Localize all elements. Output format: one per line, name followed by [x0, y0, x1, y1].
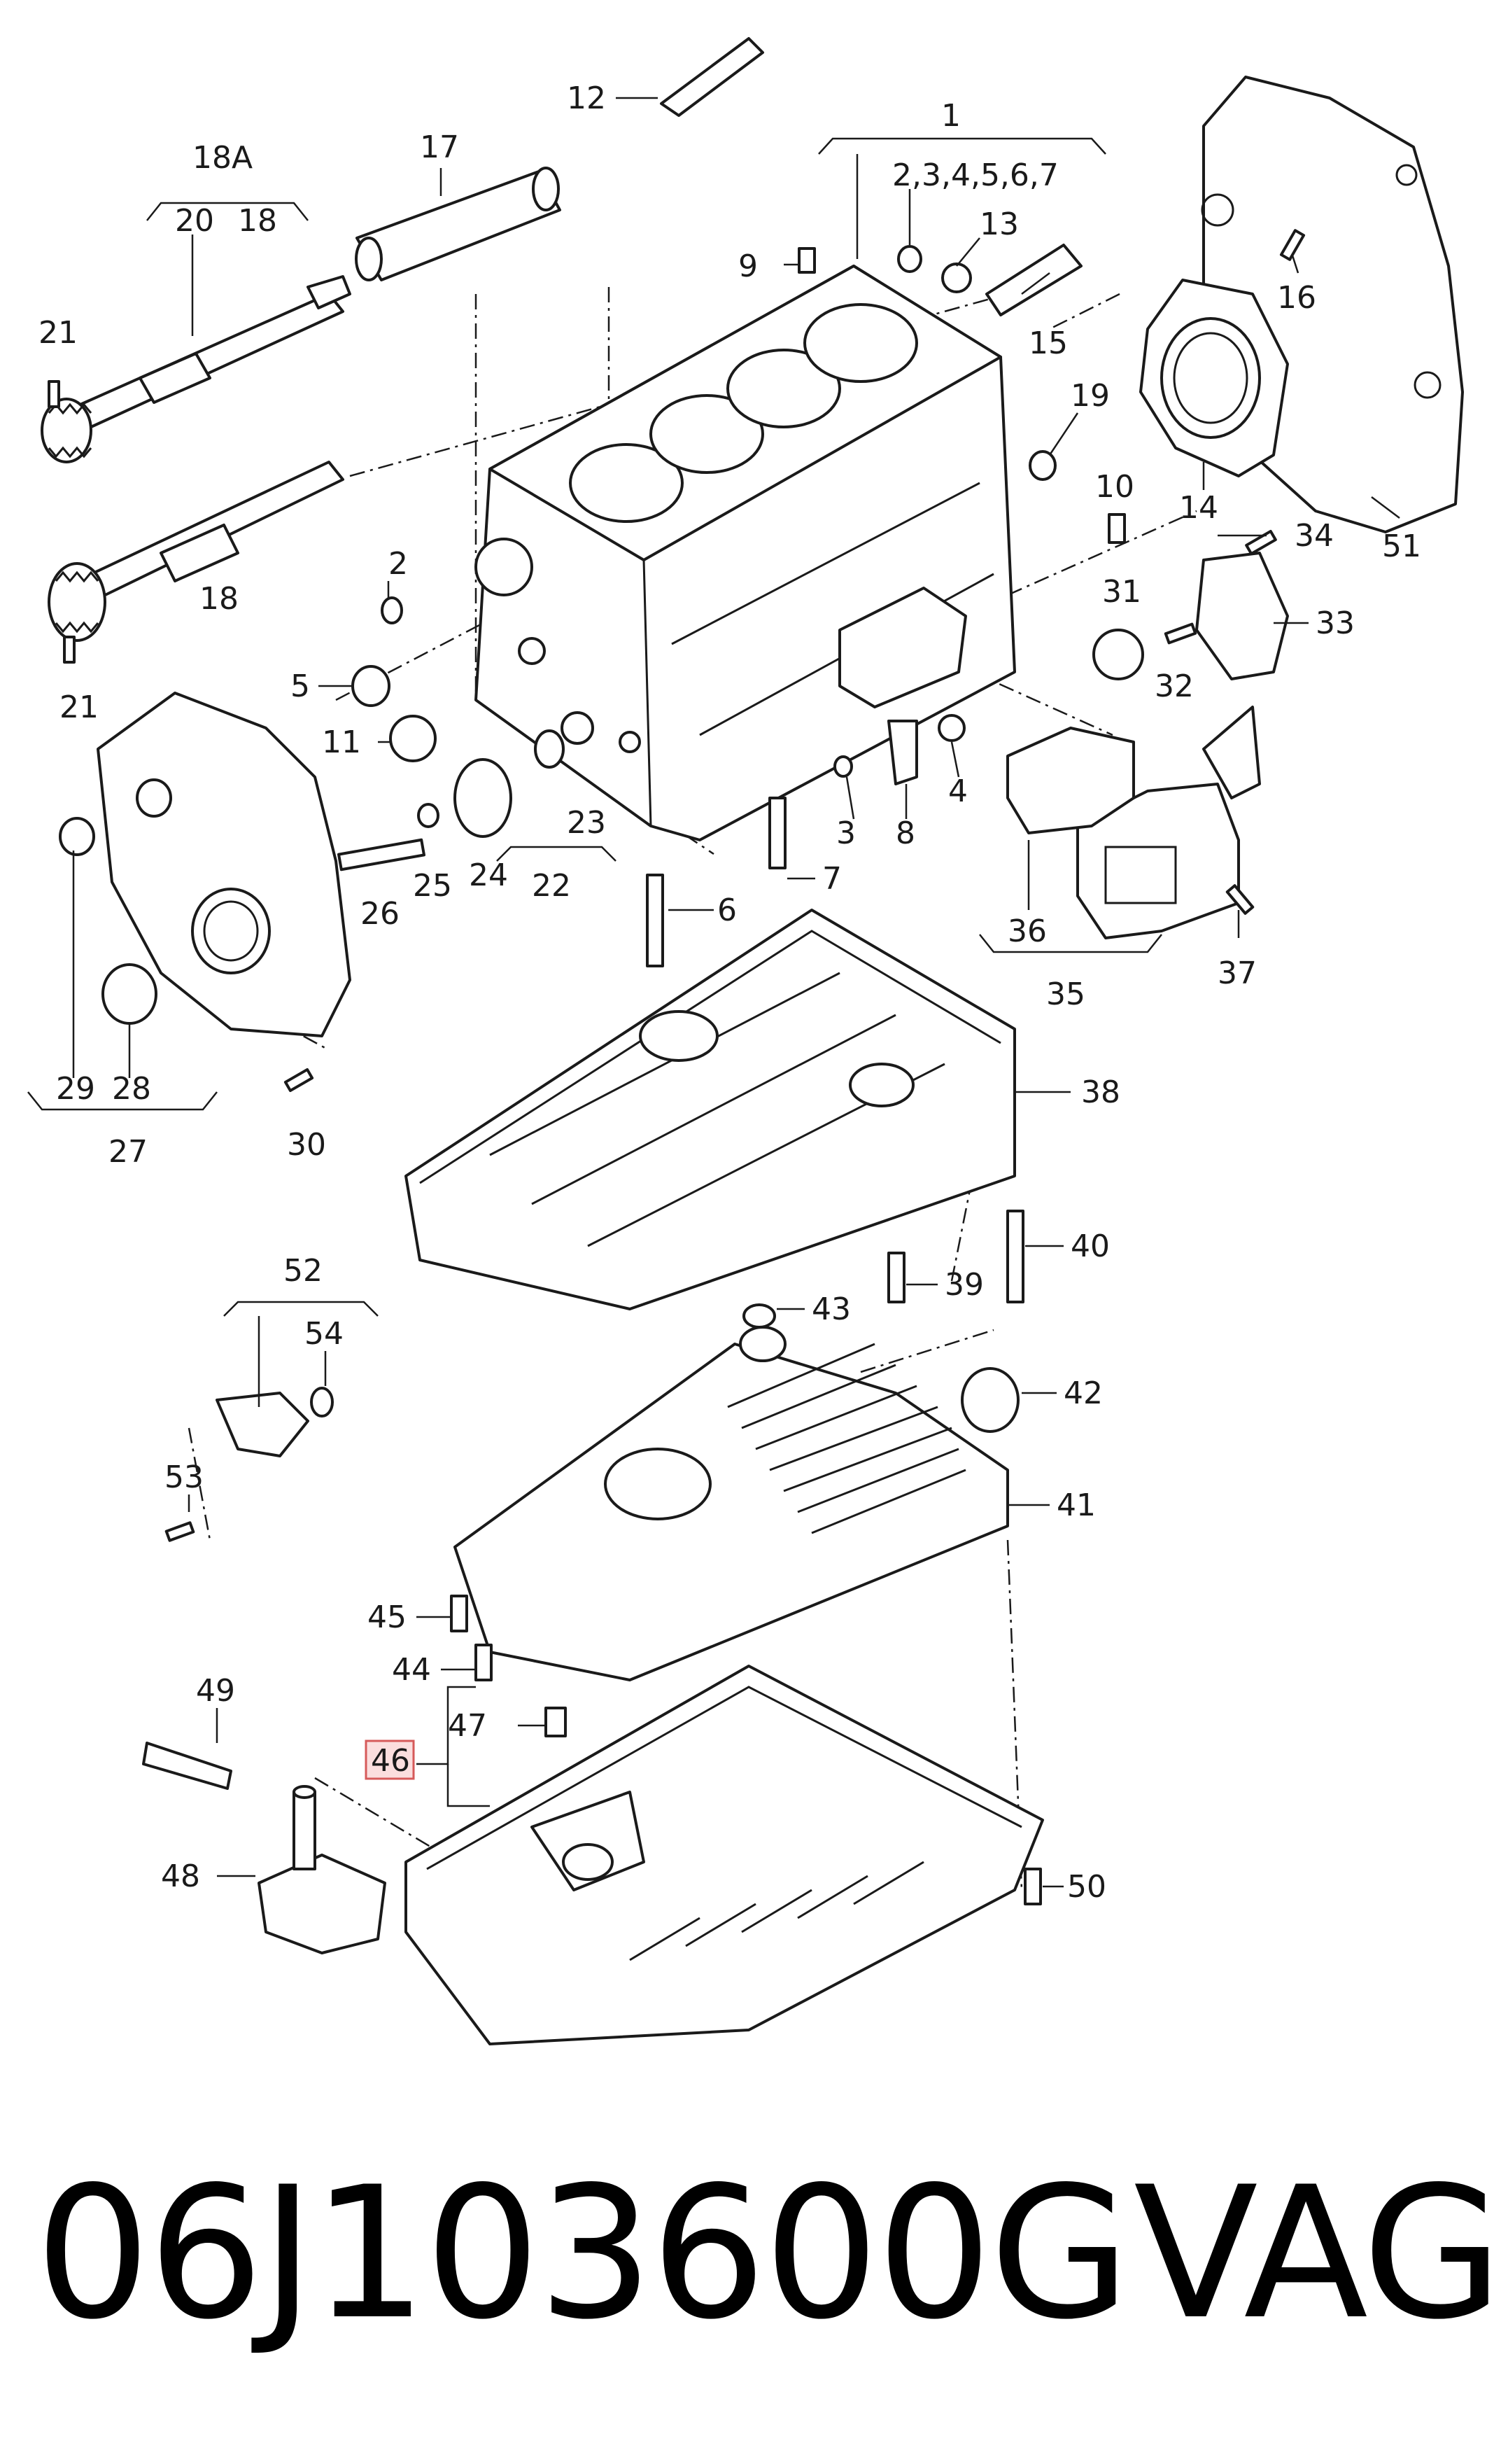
callout-12: 12: [567, 80, 606, 116]
callout-8: 8: [896, 816, 915, 851]
callout-7: 7: [822, 861, 842, 897]
pan-ribs: [629, 1861, 924, 1961]
callout-34: 34: [1295, 518, 1334, 554]
callout-41: 41: [1057, 1488, 1096, 1523]
callout-32: 32: [1155, 668, 1194, 704]
callout-labels: 1 2,3,4,5,6,7 12 17 18A 20 18 21 18 21 9…: [38, 80, 1421, 1905]
callout-1: 1: [941, 98, 961, 134]
leader-lines: [27, 97, 1400, 1888]
callout-35: 35: [1046, 976, 1085, 1012]
callout-43: 43: [812, 1292, 851, 1327]
callout-47: 47: [448, 1708, 487, 1744]
callout-39: 39: [945, 1267, 984, 1303]
callout-53: 53: [164, 1460, 204, 1495]
callout-49: 49: [196, 1673, 235, 1709]
callout-26: 26: [360, 896, 400, 932]
callout-29: 29: [56, 1071, 95, 1107]
callout-21-top: 21: [38, 315, 78, 351]
callout-20: 20: [175, 203, 214, 239]
callout-28: 28: [112, 1071, 151, 1107]
callout-18-bottom: 18: [199, 581, 239, 617]
callout-16: 16: [1277, 280, 1316, 316]
part-number-caption: 06J103600G: [35, 2148, 1131, 2360]
callout-13: 13: [980, 206, 1019, 242]
callout-14: 14: [1179, 490, 1218, 526]
shaft-tube: [355, 167, 561, 281]
oil-pan: [404, 1665, 1044, 2045]
callout-46: 46: [371, 1743, 410, 1779]
callout-10: 10: [1095, 469, 1134, 505]
callout-22: 22: [532, 868, 571, 904]
callout-33: 33: [1316, 606, 1355, 641]
callout-18-top: 18: [238, 203, 277, 239]
balance-shaft-lower: [48, 461, 344, 642]
callout-30: 30: [287, 1127, 326, 1163]
callout-46-highlight: [365, 1740, 415, 1780]
callout-44: 44: [392, 1652, 431, 1688]
callout-4: 4: [948, 774, 968, 809]
callout-36: 36: [1008, 913, 1047, 949]
oil-pump-housing: [1076, 706, 1261, 939]
callout-37: 37: [1218, 955, 1257, 991]
lower-crankcase: [404, 909, 1016, 1310]
baffle-ribs: [727, 1343, 966, 1534]
callout-15: 15: [1029, 326, 1068, 361]
rear-seal-flange: [1139, 279, 1289, 477]
engine-block: [474, 265, 1016, 841]
callout-24: 24: [469, 858, 508, 893]
timing-chain-cover: [97, 692, 351, 1037]
callout-40: 40: [1071, 1228, 1110, 1264]
callout-25: 25: [413, 868, 452, 904]
brand-caption: VAG: [1134, 2148, 1494, 2360]
callout-2: 2: [388, 546, 408, 582]
callout-38: 38: [1081, 1074, 1120, 1110]
callout-54: 54: [304, 1316, 344, 1352]
callout-51: 51: [1382, 528, 1421, 564]
callout-23: 23: [567, 805, 606, 841]
callout-42: 42: [1064, 1376, 1103, 1411]
callout-9: 9: [738, 248, 758, 284]
callout-2-7: 2,3,4,5,6,7: [892, 158, 1059, 193]
callout-11: 11: [322, 724, 361, 760]
callout-45: 45: [367, 1600, 407, 1635]
callout-19: 19: [1071, 378, 1110, 414]
callout-21-bottom: 21: [59, 690, 99, 725]
callout-6: 6: [717, 892, 737, 928]
oil-baffle: [453, 1326, 1009, 1681]
callout-50: 50: [1067, 1869, 1106, 1905]
callout-52: 52: [283, 1253, 323, 1289]
callout-17: 17: [420, 130, 459, 165]
callout-5: 5: [290, 668, 310, 704]
callout-27: 27: [108, 1134, 148, 1170]
oil-level-sensor: [258, 1785, 386, 1954]
callout-31: 31: [1102, 574, 1141, 610]
balance-shaft-upper: [41, 275, 351, 463]
small-parts: [48, 37, 1306, 1905]
callout-3: 3: [836, 816, 856, 851]
vacuum-pump-33: [1195, 552, 1289, 680]
callout-18a: 18A: [192, 140, 253, 176]
oil-pump-gasket: [1006, 727, 1135, 834]
callout-48: 48: [161, 1858, 200, 1894]
